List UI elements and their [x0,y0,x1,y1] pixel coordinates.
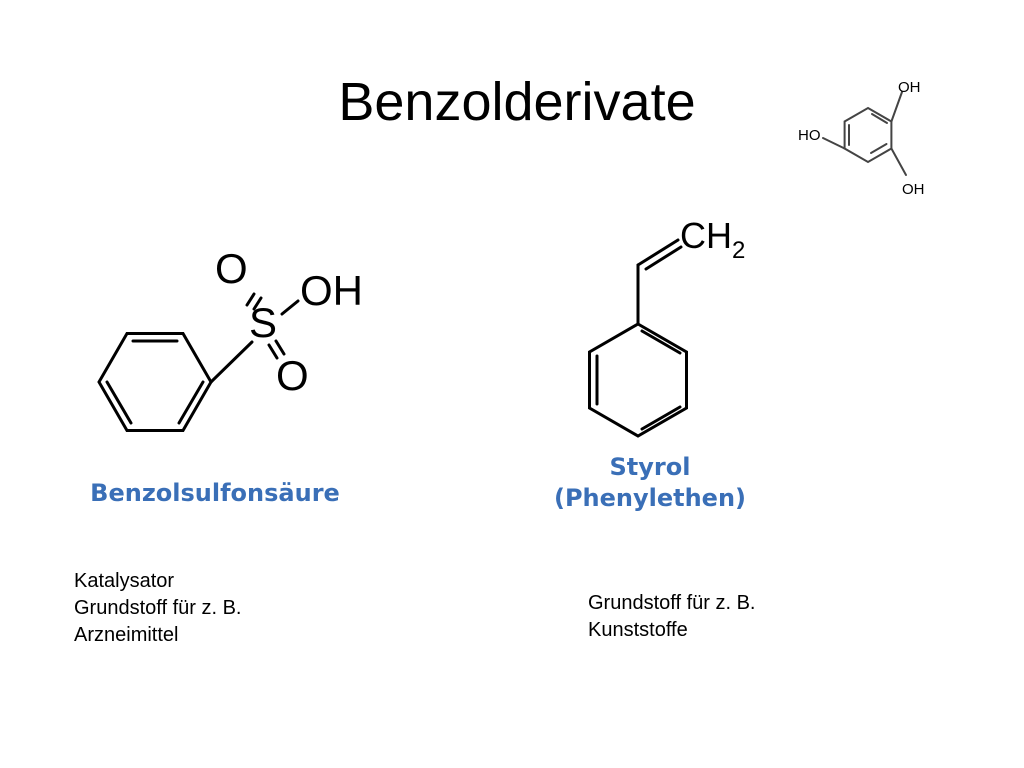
phloroglucinol-structure: OH HO OH [790,70,940,205]
phloroglucinol-ho-left: HO [798,127,821,144]
note-line: Kunststoffe [588,619,688,641]
styrene-name: Styrol [609,453,691,481]
methylene-subscript: 2 [732,237,745,264]
styrene-structure: CH2 [560,210,760,455]
benzenesulfonic-acid-notes: Katalysator Grundstoff für z. B. Arzneim… [74,568,241,649]
methylene-group: CH2 [680,215,745,264]
benzenesulfonic-acid-structure: O S OH O [80,235,380,460]
note-line: Katalysator [74,570,175,592]
slide-title: Benzolderivate [338,72,696,132]
phloroglucinol-oh-top: OH [898,79,921,96]
note-line: Arzneimittel [74,624,179,646]
note-line: Grundstoff für z. B. [588,592,756,614]
sulfonic-oxygen-top: O [215,245,248,292]
styrene-alt-name: (Phenylethen) [553,484,747,512]
hydroxyl-group: OH [300,267,363,314]
styrene-notes: Grundstoff für z. B. Kunststoffe [588,590,755,644]
sulfonic-oxygen-bottom: O [276,352,309,399]
phloroglucinol-oh-bottom: OH [902,181,925,198]
note-line: Grundstoff für z. B. [74,597,242,619]
sulfur-atom: S [249,299,277,346]
styrene-caption: Styrol (Phenylethen) [530,452,770,514]
methylene-ch: CH [680,215,732,256]
benzenesulfonic-acid-caption: Benzolsulfonsäure [70,478,360,509]
benzenesulfonic-acid-name: Benzolsulfonsäure [90,479,340,507]
